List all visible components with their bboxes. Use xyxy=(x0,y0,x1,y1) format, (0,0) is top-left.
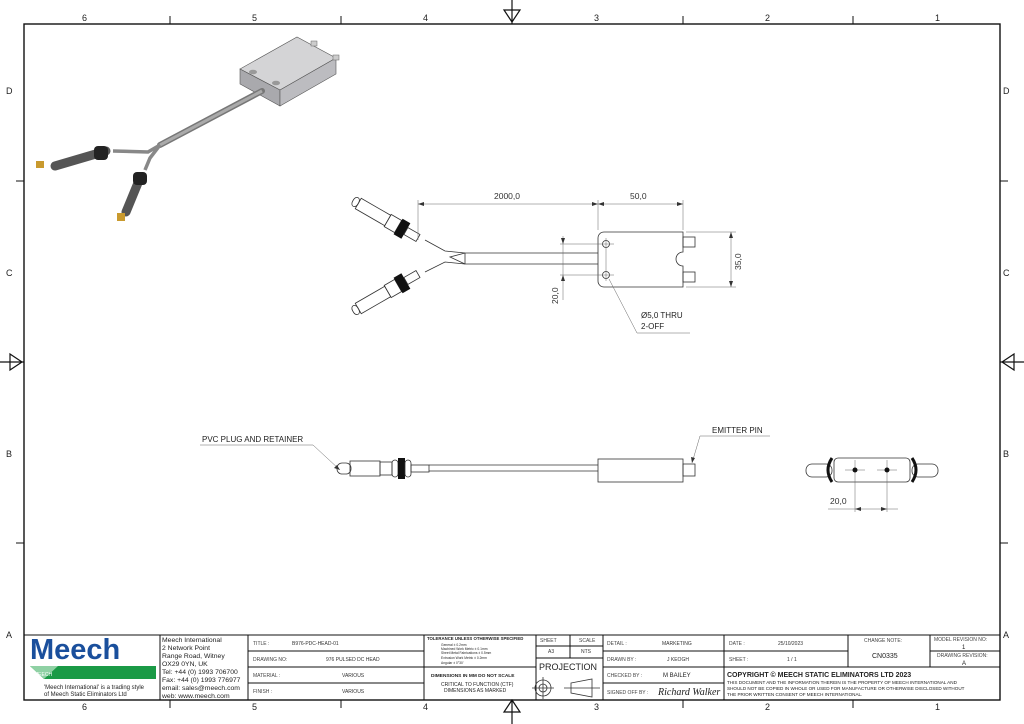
end-dim-pitch: 20,0 xyxy=(830,496,847,506)
drawing-no-value: 976 PULSED DC HEAD xyxy=(326,657,380,663)
copyright-line: THIS DOCUMENT AND THE INFORMATION THEREI… xyxy=(727,680,958,685)
ctf-note: CRITICAL TO FUNCTION (CTF) xyxy=(441,682,514,688)
drawn-by-label: DRAWN BY : xyxy=(607,657,636,663)
row-label: A xyxy=(6,630,12,640)
material-label: MATERIAL : xyxy=(253,673,280,679)
address-line: OX29 0YN, UK xyxy=(162,661,208,668)
title-value: B976-PDC-HEAD-01 xyxy=(292,641,339,647)
company-address: Meech International 2 Network Point Rang… xyxy=(161,637,241,700)
dim-hole-pitch: 20,0 xyxy=(550,287,560,304)
copyright-line: SHOULD NOT BE COPIED IN WHOLE OR USED FO… xyxy=(727,686,965,691)
tolerance-heading: TOLERANCE UNLESS OTHERWISE SPECIFIED xyxy=(427,636,523,641)
finish-value: VARIOUS xyxy=(342,689,365,695)
scale-label: SCALE xyxy=(579,638,596,644)
checked-by-label: CHECKED BY : xyxy=(607,673,642,679)
finish-label: FINISH : xyxy=(253,689,272,695)
col-label: 5 xyxy=(252,702,257,712)
col-label: 1 xyxy=(935,13,940,23)
projection-label: PROJECTION xyxy=(539,662,597,672)
trading-style: of Meech Static Eliminators Ltd xyxy=(44,692,127,698)
tolerance-line: Machined Work Metric ± 0.1mm xyxy=(441,647,488,651)
address-line: Tel: +44 (0) 1993 706700 xyxy=(162,669,238,676)
title-label: TITLE : xyxy=(253,641,269,647)
detail-value: MARKETING xyxy=(662,641,692,647)
col-label: 2 xyxy=(765,13,770,23)
checked-by-value: M BAILEY xyxy=(663,673,691,679)
row-label: D xyxy=(6,86,13,96)
model-revision-value: 1 xyxy=(962,645,966,651)
signed-off-label: SIGNED OFF BY : xyxy=(607,690,648,696)
dim-box-width: 35,0 xyxy=(733,253,743,270)
col-label: 4 xyxy=(423,13,428,23)
address-line: Meech International xyxy=(162,637,222,644)
address-line: Range Road, Witney xyxy=(162,653,225,660)
row-label: B xyxy=(1003,449,1009,459)
plan-view: 2000,0 50,0 35,0 20,0 Ø5,0 THRU 2-OFF xyxy=(351,191,743,334)
address-line: Fax: +44 (0) 1993 776977 xyxy=(162,677,241,684)
meech-logo: Meech MEECH xyxy=(30,634,156,679)
row-label: C xyxy=(1003,268,1010,278)
date-label: DATE : xyxy=(729,641,745,647)
col-label: 1 xyxy=(935,702,940,712)
ctf-note: DIMENSIONS AS MARKED xyxy=(444,688,507,694)
row-label: B xyxy=(6,449,12,459)
date-value: 25/10/2023 xyxy=(778,641,803,647)
row-label: C xyxy=(6,268,13,278)
sheet-size-value: A3 xyxy=(548,649,554,655)
copyright-heading: COPYRIGHT © MEECH STATIC ELIMINATORS LTD… xyxy=(727,671,911,679)
logo-sub: MEECH xyxy=(34,672,52,678)
logo-wordmark: Meech xyxy=(30,634,120,666)
address-line: web: www.meech.com xyxy=(161,693,230,700)
address-line: email: sales@meech.com xyxy=(162,685,240,692)
grid-row-labels: D C B A D C B A xyxy=(6,86,1010,640)
drawing-border xyxy=(23,23,1001,701)
grid-ticks xyxy=(16,16,1008,708)
row-label: A xyxy=(1003,630,1009,640)
scale-value: NTS xyxy=(581,649,592,655)
side-view: PVC PLUG AND RETAINER EMITTER PIN xyxy=(200,426,770,483)
change-note-value: CN0335 xyxy=(872,653,898,660)
tolerance-list: General ± 0.2mm Machined Work Metric ± 0… xyxy=(441,643,491,665)
address-line: 2 Network Point xyxy=(162,645,210,652)
drawn-by-value: J KEOGH xyxy=(667,657,689,663)
drawing-no-label: DRAWING NO: xyxy=(253,657,287,663)
hole-note: Ø5,0 THRU xyxy=(641,311,683,320)
dim-box-length: 50,0 xyxy=(630,191,647,201)
hole-note-qty: 2-OFF xyxy=(641,322,664,331)
material-value: VARIOUS xyxy=(342,673,365,679)
third-angle-projection-icon xyxy=(532,677,600,699)
drawing-revision-label: DRAWING REVISION: xyxy=(937,653,988,659)
detail-label: DETAIL : xyxy=(607,641,627,647)
dim-cable-length: 2000,0 xyxy=(494,191,520,201)
sheet-number-value: 1 / 1 xyxy=(787,657,797,663)
trading-style: 'Meech International' is a trading style xyxy=(44,685,145,691)
col-label: 3 xyxy=(594,13,599,23)
sheet-size-label: SHEET xyxy=(540,638,557,644)
row-label: D xyxy=(1003,86,1010,96)
col-label: 6 xyxy=(82,13,87,23)
tolerance-line: Angular ± 0°30' xyxy=(441,661,464,665)
col-label: 5 xyxy=(252,13,257,23)
sheet-number-label: SHEET : xyxy=(729,657,748,663)
tolerance-line: Extrusion Work Metric ± 0.2mm xyxy=(441,656,487,660)
end-view: 20,0 xyxy=(805,457,939,512)
copyright-line: THE PRIOR WRITTEN CONSENT OF MEECH INTER… xyxy=(727,692,862,697)
dimensions-note: DIMENSIONS IN MM DO NOT SCALE xyxy=(431,673,515,679)
tolerance-line: General ± 0.2mm xyxy=(441,643,467,647)
drawing-revision-value: A xyxy=(962,661,966,667)
title-block: Meech MEECH 'Meech International' is a t… xyxy=(23,634,1001,701)
isometric-render xyxy=(36,36,340,221)
label-pvc-plug: PVC PLUG AND RETAINER xyxy=(202,435,303,444)
col-label: 2 xyxy=(765,702,770,712)
change-note-label: CHANGE NOTE: xyxy=(864,638,902,644)
col-label: 4 xyxy=(423,702,428,712)
grid-column-labels: 6 5 4 3 2 1 6 5 4 3 2 1 xyxy=(82,13,940,712)
label-emitter-pin: EMITTER PIN xyxy=(712,426,763,435)
col-label: 3 xyxy=(594,702,599,712)
tolerance-line: Sheet Metal Fabrications ± 0.5mm xyxy=(441,651,491,655)
col-label: 6 xyxy=(82,702,87,712)
model-revision-label: MODEL REVISION NO: xyxy=(934,637,987,643)
signature: Richard Walker xyxy=(657,687,720,698)
